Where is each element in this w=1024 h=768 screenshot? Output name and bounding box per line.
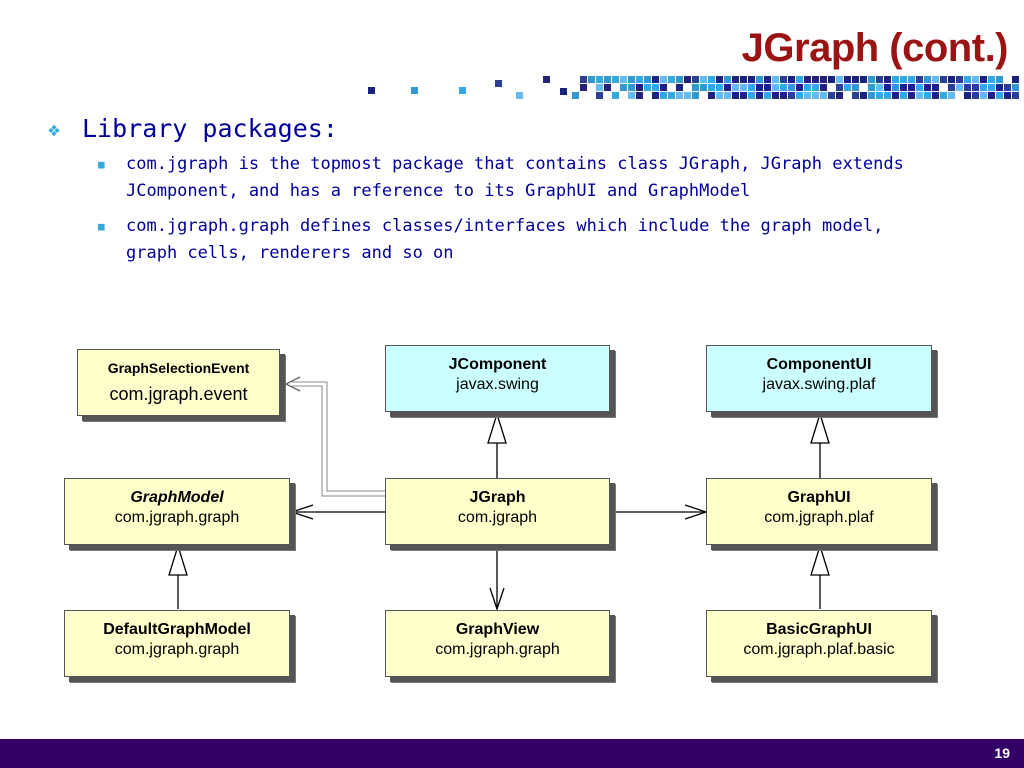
square-bullet-icon: ■ <box>98 220 105 233</box>
inheritance-triangle <box>810 543 830 576</box>
package-name: com.jgraph.plaf.basic <box>743 641 895 658</box>
class-box-jgraph: JGraph com.jgraph <box>385 478 610 545</box>
class-diagram-connectors <box>168 376 830 739</box>
sub-bullet-line: graph cells, renderers and so on <box>126 243 454 263</box>
class-name: JComponent <box>448 356 547 373</box>
listener-connector <box>292 381 386 497</box>
diamond-bullet-icon: ❖ <box>48 116 61 141</box>
class-name: GraphSelectionEvent <box>107 360 250 376</box>
page-number: 19 <box>994 745 1010 761</box>
slide-title: JGraph (cont.) <box>741 26 1009 70</box>
footer-bar: 19 <box>0 739 1024 768</box>
package-name: com.jgraph <box>457 509 538 526</box>
package-name: javax.swing.plaf <box>762 376 876 393</box>
bullet-heading: ❖ Library packages: <box>48 114 1018 143</box>
class-name: ComponentUI <box>766 356 872 373</box>
sub-bullet-text: com.jgraph.graph defines classes/interfa… <box>126 213 883 267</box>
decorative-square-pattern <box>368 76 1019 99</box>
class-box-graphmodel: GraphModel com.jgraph.graph <box>64 478 290 545</box>
sub-bullet-line: com.jgraph.graph defines classes/interfa… <box>126 216 884 236</box>
sub-bullet: ■ com.jgraph.graph defines classes/inter… <box>98 213 1018 267</box>
class-box-graphview: GraphView com.jgraph.graph <box>385 610 610 677</box>
sub-bullet-line: JComponent, and has a reference to its G… <box>126 181 751 201</box>
bullet-list: ❖ Library packages: ■ com.jgraph is the … <box>48 114 1018 267</box>
sub-bullet: ■ com.jgraph is the topmost package that… <box>98 151 1018 205</box>
class-box-basicgraphui: BasicGraphUI com.jgraph.plaf.basic <box>706 610 932 677</box>
class-name: DefaultGraphModel <box>103 621 251 638</box>
class-name: BasicGraphUI <box>766 621 872 638</box>
inheritance-triangle <box>810 411 830 444</box>
package-name: javax.swing <box>456 376 539 393</box>
listener-arrowhead <box>284 376 301 392</box>
class-box-defaultgraphmodel: DefaultGraphModel com.jgraph.graph <box>64 610 290 677</box>
package-name: com.jgraph.event <box>109 384 248 404</box>
package-name: com.jgraph.plaf <box>764 509 874 526</box>
heading-text: Library packages: <box>82 114 338 143</box>
class-name: GraphModel <box>130 489 224 506</box>
inheritance-triangle <box>168 543 188 576</box>
package-name: com.jgraph.graph <box>114 509 240 526</box>
sub-bullet-line: com.jgraph is the topmost package that c… <box>126 154 904 174</box>
class-box-graphui: GraphUI com.jgraph.plaf <box>706 478 932 545</box>
class-name: GraphView <box>455 621 540 638</box>
sub-bullet-text: com.jgraph is the topmost package that c… <box>126 151 904 205</box>
class-box-graphselectionevent: GraphSelectionEvent com.jgraph.event <box>77 349 280 416</box>
square-bullet-icon: ■ <box>98 158 105 171</box>
class-box-componentui: ComponentUI javax.swing.plaf <box>706 345 932 412</box>
class-box-jcomponent: JComponent javax.swing <box>385 345 610 412</box>
package-name: com.jgraph.graph <box>114 641 240 658</box>
class-name: JGraph <box>469 489 526 506</box>
inheritance-triangle <box>487 411 507 444</box>
class-name: GraphUI <box>787 489 851 506</box>
package-name: com.jgraph.graph <box>435 641 560 658</box>
